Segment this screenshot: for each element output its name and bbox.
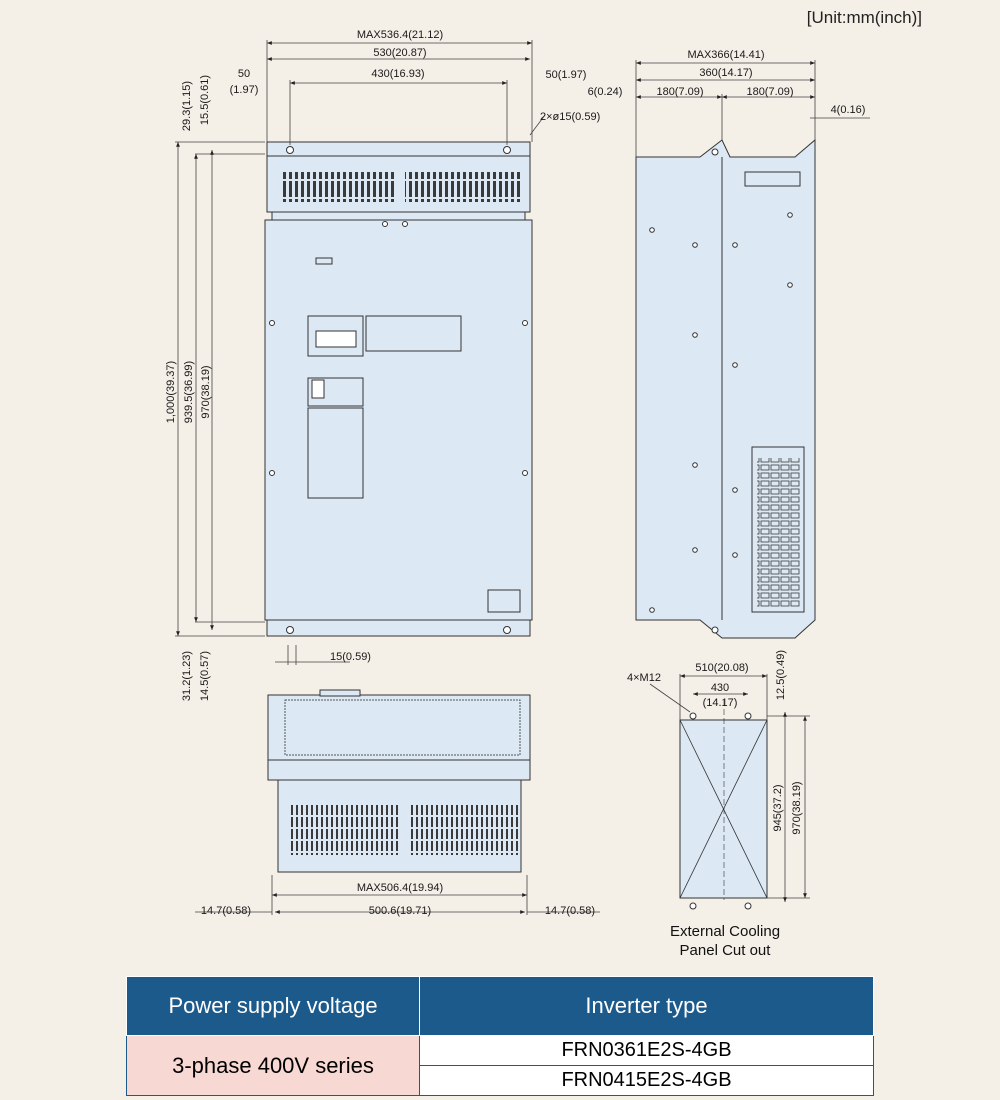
model-cell: FRN0361E2S-4GB	[419, 1035, 874, 1066]
model-cell: FRN0415E2S-4GB	[419, 1065, 874, 1096]
dim-bottom-width: 500.6(19.71)	[369, 905, 431, 917]
cutout-view	[679, 700, 768, 910]
side-vent	[757, 458, 800, 608]
dim-side-front-depth: 180(7.09)	[656, 86, 703, 98]
series-cell: 3-phase 400V series	[126, 1035, 420, 1096]
dim-cutout-inner-pitch-inch: (14.17)	[703, 697, 738, 709]
dim-side-flange: 6(0.24)	[588, 86, 623, 98]
table-row: 3-phase 400V series FRN0361E2S-4GB	[126, 1035, 874, 1096]
dim-cutout-top-margin: 12.5(0.49)	[775, 650, 787, 700]
dim-cutout-height-outer: 970(38.19)	[791, 781, 803, 834]
spec-table: Power supply voltage Inverter type 3-pha…	[126, 976, 874, 1096]
nameplate	[307, 407, 364, 499]
dim-front-height-total: 1,000(39.37)	[165, 361, 177, 423]
bottom-dimension-lines	[195, 875, 600, 915]
cutout-dimension-lines	[649, 674, 810, 902]
dim-side-lip: 4(0.16)	[831, 104, 866, 116]
bottom-vent-right	[410, 805, 520, 855]
dim-side-rear-depth: 180(7.09)	[746, 86, 793, 98]
dim-front-holes: 2×ø15(0.59)	[540, 111, 600, 123]
table-header-row: Power supply voltage Inverter type	[126, 976, 874, 1036]
dim-front-slot: 15(0.59)	[330, 651, 371, 663]
side-view	[635, 138, 816, 639]
dim-front-bottom-a: 31.2(1.23)	[181, 651, 193, 701]
unit-label: [Unit:mm(inch)]	[806, 8, 922, 27]
table-row: FRN0415E2S-4GB	[127, 1065, 874, 1096]
header-voltage: Power supply voltage	[126, 976, 420, 1036]
dim-front-height-inner: 970(38.19)	[200, 365, 212, 418]
dim-front-left-offset-inch: (1.97)	[230, 84, 259, 96]
dim-side-depth: 360(14.17)	[699, 67, 752, 79]
dim-bottom-max-width: MAX506.4(19.94)	[357, 882, 443, 894]
cutout-caption-line1: External Cooling	[669, 923, 781, 940]
dim-cutout-inner-pitch: 430	[711, 682, 729, 694]
front-view	[264, 141, 533, 637]
dim-side-max-depth: MAX366(14.41)	[687, 49, 764, 61]
dim-bottom-left-margin: 14.7(0.58)	[201, 905, 251, 917]
dim-front-right-offset: 50(1.97)	[546, 69, 587, 81]
top-vent-left	[280, 172, 397, 202]
dim-bottom-right-margin: 14.7(0.58)	[545, 905, 595, 917]
dim-front-max-width: MAX536.4(21.12)	[357, 29, 443, 41]
dim-front-left-offset: 50	[238, 68, 250, 80]
cutout-caption-line2: Panel Cut out	[679, 942, 771, 959]
dim-front-bottom-b: 14.5(0.57)	[199, 651, 211, 701]
dim-cutout-outer-pitch: 510(20.08)	[695, 662, 748, 674]
dimension-labels: MAX536.4(21.12) 530(20.87) 50 (1.97) 430…	[165, 29, 865, 917]
dim-cutout-bolts: 4×M12	[627, 672, 661, 684]
cutout-caption: External Cooling Panel Cut out	[640, 922, 810, 960]
header-inverter-type: Inverter type	[419, 976, 874, 1036]
dim-front-top-b: 15.5(0.61)	[199, 75, 211, 125]
dim-front-height-mid: 939.5(36.99)	[183, 361, 195, 423]
dimension-drawing: MAX536.4(21.12) 530(20.87) 50 (1.97) 430…	[165, 29, 870, 917]
bottom-view	[267, 689, 531, 873]
dim-front-width: 530(20.87)	[373, 47, 426, 59]
dim-front-top-a: 29.3(1.15)	[181, 81, 193, 131]
front-dimension-lines	[175, 40, 546, 665]
label-plate	[365, 315, 462, 352]
dim-cutout-height-inner: 945(37.2)	[772, 784, 784, 831]
top-vent-right	[405, 172, 522, 202]
front-cover	[264, 219, 533, 621]
bottom-vent-left	[290, 805, 400, 855]
side-dimension-lines	[635, 60, 870, 157]
dim-front-hole-pitch: 430(16.93)	[371, 68, 424, 80]
